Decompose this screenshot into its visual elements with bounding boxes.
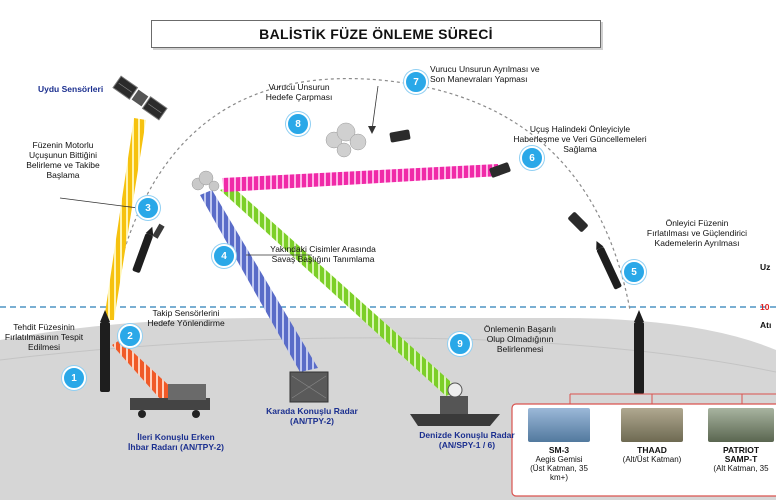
trajectory-arc bbox=[107, 78, 631, 321]
step9-label: Önlemenin Başarılı Olup Olmadığının Beli… bbox=[483, 324, 557, 354]
kill-vehicle-icon bbox=[389, 129, 411, 143]
step8-label: Vurucu Unsurun Hedefe Çarpması bbox=[265, 82, 333, 102]
system-name: THAAD bbox=[637, 445, 667, 455]
land-radar-icon bbox=[289, 371, 329, 403]
patriot-photo bbox=[708, 408, 774, 442]
edge-label-bot: Atı bbox=[760, 320, 772, 330]
step4-label: Yakındaki Cisimler Arasında Savaş Başlığ… bbox=[270, 244, 376, 264]
land-radar-label: Karada Konuşlu Radar (AN/TPY-2) bbox=[266, 406, 358, 426]
ship-icon bbox=[410, 382, 500, 426]
system-sm3: SM-3 Aegis Gemisi (Üst Katman, 35 km+) bbox=[528, 408, 590, 488]
diagram-title: BALİSTİK FÜZE ÖNLEME SÜRECİ bbox=[151, 20, 601, 48]
system-desc: Aegis Gemisi (Üst Katman, 35 km+) bbox=[530, 455, 588, 482]
impact-cloud-icon bbox=[325, 122, 367, 158]
step-badge-6: 6 bbox=[520, 146, 544, 170]
land-radar-beam bbox=[200, 190, 318, 372]
satellite-sensors-label: Uydu Sensörleri bbox=[38, 84, 104, 94]
satellite-beam bbox=[104, 118, 146, 320]
step2-label: Takip Sensörlerini Hedefe Yönlendirme bbox=[147, 308, 225, 328]
midcourse-missile-icon bbox=[132, 226, 154, 273]
threat-missile-icon bbox=[100, 310, 110, 392]
system-desc: (Alt Katman, 35 bbox=[713, 464, 769, 473]
forward-radar-label: İleri Konuşlu Erken İhbar Radarı (AN/TPY… bbox=[128, 432, 224, 452]
satellite-icon bbox=[112, 75, 168, 121]
edge-label-mid: 10 bbox=[760, 302, 770, 312]
step-badge-7: 7 bbox=[404, 70, 428, 94]
system-name: SM-3 bbox=[548, 445, 570, 455]
interceptor-upper-icon bbox=[489, 162, 511, 178]
step1-label: Tehdit Füzesinin Fırlatılmasının Tespit … bbox=[4, 322, 84, 352]
step-badge-3: 3 bbox=[136, 196, 160, 220]
step5-label: Önleyici Füzenin Fırlatılması ve Güçlend… bbox=[646, 218, 748, 248]
interceptor-booster-icon bbox=[568, 212, 588, 232]
sea-radar-label: Denizde Konuşlu Radar (AN/SPY-1 / 6) bbox=[419, 430, 515, 450]
debris-cloud-icon bbox=[191, 170, 220, 192]
system-name: PATRIOT SAMP-T bbox=[722, 445, 760, 464]
system-thaad: THAAD (Alt/Üst Katman) bbox=[621, 408, 683, 488]
sm3-photo bbox=[528, 408, 590, 442]
step-badge-1: 1 bbox=[62, 366, 86, 390]
step-badge-4: 4 bbox=[212, 244, 236, 268]
thaad-photo bbox=[621, 408, 683, 442]
step6-label: Uçuş Halindeki Önleyiciyle Haberleşme ve… bbox=[513, 124, 647, 154]
step-badge-5: 5 bbox=[622, 260, 646, 284]
interceptor-launch-icon bbox=[634, 310, 644, 394]
step3-label: Füzenin Motorlu Uçuşunun Bittiğini Belir… bbox=[26, 140, 100, 180]
interceptor-missile-icon bbox=[596, 240, 622, 290]
step-badge-9: 9 bbox=[448, 332, 472, 356]
interceptor-link-beam bbox=[222, 164, 500, 192]
edge-label-top: Uz bbox=[760, 262, 771, 272]
step7-label: Vurucu Unsurun Ayrılması ve Son Manevral… bbox=[430, 64, 540, 84]
step-badge-8: 8 bbox=[286, 112, 310, 136]
forward-radar-icon bbox=[130, 384, 210, 418]
system-patriot: PATRIOT SAMP-T (Alt Katman, 35 bbox=[708, 408, 774, 488]
system-desc: (Alt/Üst Katman) bbox=[622, 455, 682, 464]
booster-separation-icon bbox=[152, 223, 165, 239]
step-badge-2: 2 bbox=[118, 324, 142, 348]
sea-radar-beam bbox=[220, 186, 460, 396]
